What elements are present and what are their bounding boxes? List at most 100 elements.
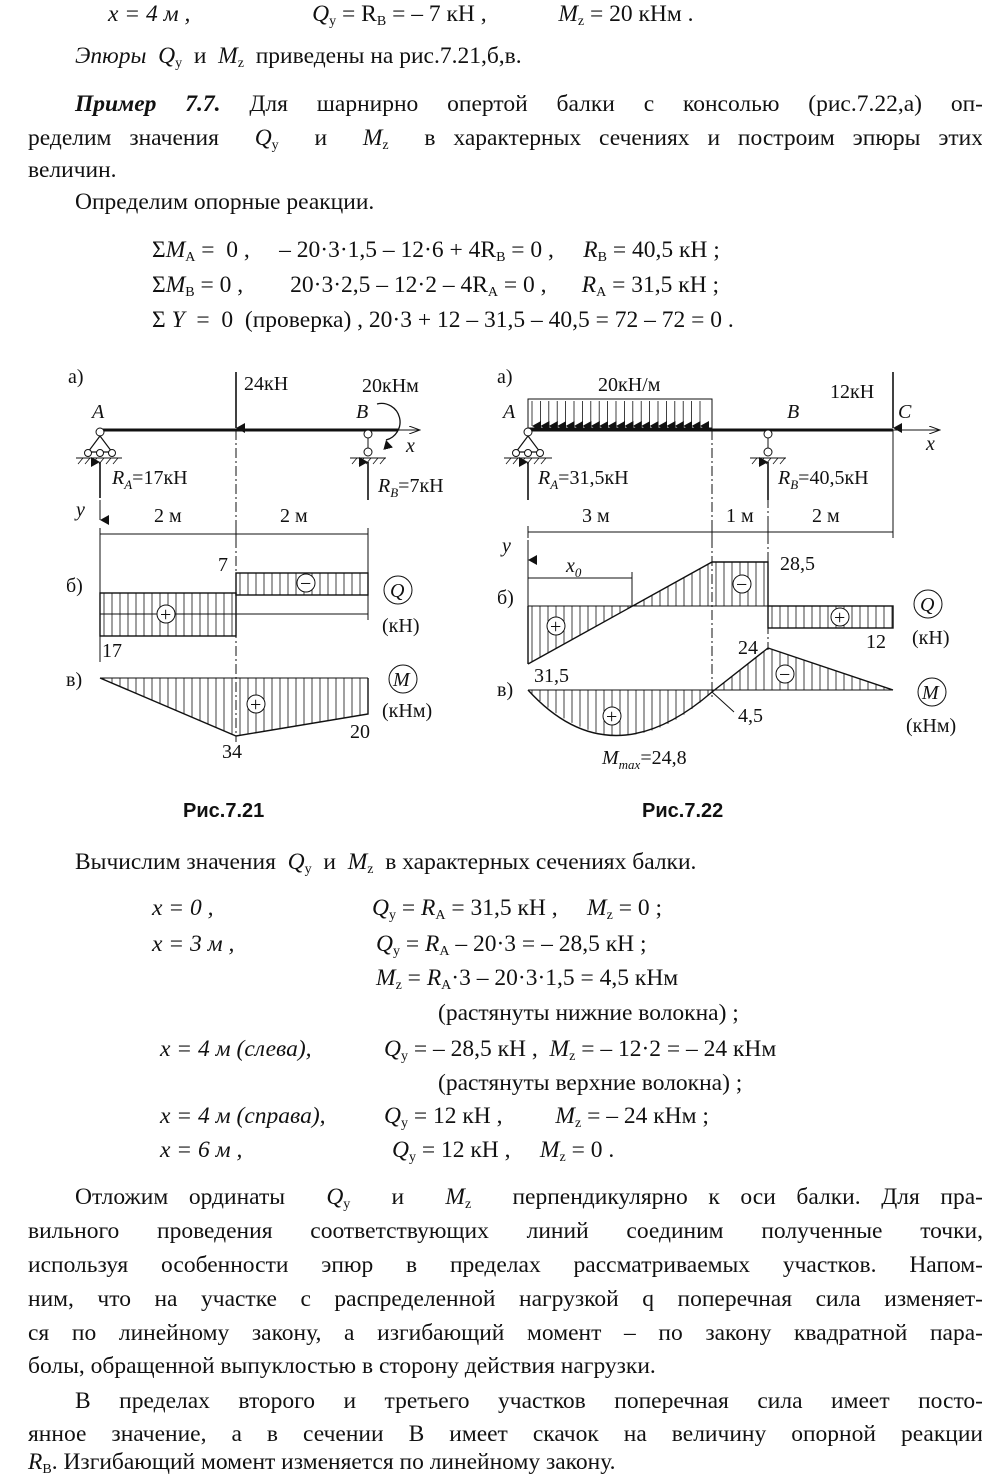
epury-line: Эпюры Qy и Mz приведены на рис.7.21,б,в. (75, 43, 522, 71)
f21-rb-label: RB=7кН (377, 475, 444, 500)
example-line-2: ределим значения Qy и Mz в характерных с… (28, 125, 982, 153)
calc-row-7: x = 4 м (справа), (160, 1103, 326, 1129)
reactions-intro: Определим опорные реакции. (75, 189, 375, 215)
para2-line-3: RB. Изгибающий момент изменяется по лине… (28, 1449, 616, 1477)
equation-2: ΣMB = 0 , 20·3·2,5 – 12·2 – 4RA = 0 , RA… (152, 272, 720, 300)
f22-label-A: A (501, 401, 516, 423)
svg-text:−: − (779, 664, 790, 686)
svg-text:+: + (550, 616, 561, 638)
svg-text:M: M (392, 669, 411, 691)
example-line-1: Пример 7.7. Для шарнирно опертой балки с… (75, 91, 982, 117)
caption-fig-7-22: Рис.7.22 (642, 800, 724, 822)
example-line-3: величин. (28, 157, 117, 183)
svg-text:+: + (160, 604, 171, 626)
para1-line-5: ся по линейному закону, а изгибающий мом… (28, 1320, 982, 1346)
figures-svg: а) A B x 24кН 20кНм (66, 366, 956, 772)
f22-q-value-31-5: 31,5 (534, 665, 569, 687)
f21-moment-label: 20кНм (362, 375, 419, 397)
para1-line-6: болы, обращенной выпуклостью в сторону д… (28, 1353, 656, 1379)
f22-q-minus-sign (732, 574, 752, 594)
f21-label-y: y (74, 499, 85, 521)
top-x: x = 4 м , (108, 1, 191, 27)
f21-label-c: в) (66, 669, 82, 691)
f22-q-plus-sign (546, 616, 566, 636)
svg-text:+: + (834, 607, 845, 629)
f22-m-minus-sign (775, 664, 795, 684)
svg-text:−: − (736, 574, 747, 596)
f21-q-symbol (383, 575, 413, 605)
f22-distributed-load (527, 398, 713, 429)
f22-q-unit: (кН) (912, 627, 949, 649)
equation-3: Σ Y = 0 (проверка) , 20·3 + 12 – 31,5 – … (152, 307, 734, 333)
f21-m-unit: (кНм) (382, 700, 432, 722)
f22-q-hatch (531, 562, 893, 662)
f22-label-B: B (787, 401, 799, 423)
calc-row-8: x = 6 м , (160, 1137, 243, 1163)
fig-7-22: а) A B C 20кН/м x (497, 366, 956, 772)
f22-label-C: C (898, 401, 912, 423)
svg-text:−: − (300, 573, 311, 595)
para2-line-2: янное значение, а в сечении B имеет скач… (28, 1421, 982, 1447)
f21-m-value-34: 34 (222, 741, 242, 763)
f22-span-1: 3 м (582, 505, 610, 527)
example-label: Пример 7.7. (75, 91, 221, 117)
f22-load-arrows (531, 401, 709, 431)
f21-label-b: б) (66, 575, 83, 597)
f21-q-negative-area (235, 572, 369, 596)
svg-text:M: M (921, 682, 940, 704)
f21-moment-arrow (376, 402, 401, 450)
f22-support-a (504, 427, 552, 465)
f22-span-2: 1 м (726, 505, 754, 527)
para1-line-4: ним, что на участке с распределенной наг… (28, 1286, 982, 1312)
f21-q-hatch-positive (103, 593, 233, 636)
f22-m-value-4-5: 4,5 (738, 705, 763, 727)
svg-text:Q: Q (920, 594, 935, 616)
calc-row-1: x = 0 , (152, 895, 214, 921)
f22-m-unit: (кНм) (906, 715, 956, 737)
f21-m-symbol (388, 664, 418, 694)
calc-row-6: (растянуты верхние волокна) ; (438, 1070, 743, 1096)
para1-line-1: Отложим ординаты Qy и Mz перпендикулярно… (75, 1184, 982, 1212)
f22-q-plus-sign-2 (830, 607, 850, 627)
f21-label-A: A (90, 401, 105, 423)
calc-row-2: x = 3 м , (152, 931, 235, 957)
f21-m-hatch (103, 678, 361, 736)
f21-m-plus-sign (246, 694, 266, 714)
f22-m-plus-sign (602, 706, 622, 726)
f22-label-y: y (500, 535, 511, 557)
f21-m-value-20: 20 (350, 721, 370, 743)
top-result-line: x = 4 м , Qy = RB = – 7 кН , Mz = 20 кНм… (108, 1, 694, 29)
svg-text:+: + (606, 706, 617, 728)
f21-q-unit: (кН) (382, 615, 419, 637)
f22-ra-label: RA=31,5кН (537, 467, 629, 492)
f22-support-b (750, 429, 786, 465)
f22-m-value-24: 24 (738, 637, 758, 659)
caption-fig-7-21: Рис.7.21 (183, 800, 265, 822)
calc-intro: Вычислим значения Qy и Mz в характерных … (75, 849, 697, 877)
f22-rb-label: RB=40,5кН (777, 467, 869, 492)
f22-label-c: в) (497, 679, 513, 701)
f22-q-symbol (913, 589, 943, 619)
top-q: = R (342, 1, 377, 27)
f21-label-x: x (405, 435, 415, 457)
f22-force-label: 12кН (830, 381, 874, 403)
para1-line-3: используя особенности эпюр в пределах ра… (28, 1252, 982, 1278)
calc-row-5: x = 4 м (слева), (160, 1036, 312, 1062)
svg-text:Q: Q (390, 580, 405, 602)
calc-row-3: Mz = RA·3 – 20·3·1,5 = 4,5 кНм (376, 965, 679, 993)
f22-span-3: 2 м (812, 505, 840, 527)
equation-1: ΣMA = 0 , – 20·3·1,5 – 12·6 + 4RB = 0 , … (152, 237, 720, 265)
para2-line-1: В пределах второго и третьего участков п… (75, 1388, 982, 1414)
f21-force-label: 24кН (244, 373, 288, 395)
f21-q-plus-sign (156, 604, 176, 624)
f22-label-x: x (925, 433, 935, 455)
f21-q-minus-sign (296, 573, 316, 593)
f22-m-curve (527, 647, 894, 737)
f22-label-a: а) (497, 366, 513, 388)
f22-x0-label: x0 (565, 555, 582, 580)
f21-support-a (76, 427, 122, 465)
f21-label-a: а) (68, 366, 84, 388)
f21-label-B: B (356, 401, 368, 423)
f21-span-2: 2 м (280, 505, 308, 527)
f22-load-label: 20кН/м (598, 374, 661, 396)
